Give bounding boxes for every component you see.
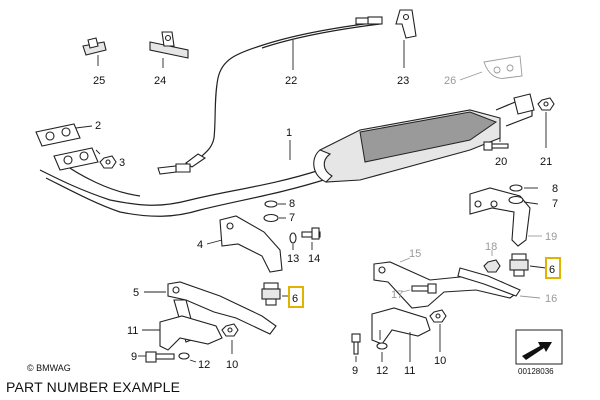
part-11-bracket [142,315,223,351]
part-8-washer [264,200,286,208]
part-10-nut-right [429,309,447,352]
label-24: 24 [154,75,166,87]
label-8a: 8 [289,198,295,210]
label-5: 5 [133,287,139,299]
part-20-bolt [483,128,509,151]
highlight-6-left [288,286,304,308]
label-12b: 12 [376,365,388,377]
label-23: 23 [397,75,409,87]
direction-arrow-icon [515,329,563,365]
label-26: 26 [444,75,456,87]
part-19-bracket [469,187,542,247]
part-12-washer-right [376,342,388,362]
part-21-nut [537,97,555,148]
label-7a: 7 [289,212,295,224]
part-7-washer [263,213,286,223]
part-12-washer [178,352,197,363]
label-9a: 9 [131,351,137,363]
part-15-hanger [373,257,519,309]
label-1: 1 [286,127,292,139]
highlight-6-right [545,257,561,279]
part-2-flange [35,123,99,171]
part-14-bolt [301,227,321,250]
label-6b: 6 [549,264,555,276]
label-9b: 9 [352,365,358,377]
part-26-bracket [459,55,523,81]
label-7b: 7 [552,198,558,210]
label-22: 22 [285,75,297,87]
label-3: 3 [119,157,125,169]
part-25-clip [82,37,107,66]
part-7-washer-right [508,195,539,205]
part-11-bracket-right [371,307,431,345]
label-8b: 8 [552,183,558,195]
part-10-nut [221,323,239,354]
label-4: 4 [197,239,203,251]
label-25: 25 [93,75,105,87]
part-22-sensor-cable [157,16,383,175]
part-16-bracket [457,267,541,299]
part-6-rubber-mount-right [509,253,547,277]
label-17: 17 [391,289,403,301]
copyright-text: © BMWAG [27,363,71,373]
part-24-bracket [149,31,189,68]
label-10b: 10 [434,355,446,367]
label-12a: 12 [198,359,210,371]
part-9-bolt [138,351,175,363]
label-16: 16 [545,293,557,305]
label-20: 20 [495,156,507,168]
label-6a: 6 [292,293,298,305]
part-8-washer-right [509,184,538,192]
part-13-washer [289,232,297,250]
part-18-nut [483,250,501,273]
reference-number: 00128036 [518,367,554,376]
caption: PART NUMBER EXAMPLE [6,379,181,395]
label-2: 2 [95,120,101,132]
label-13: 13 [287,253,299,265]
part-23-bracket [395,9,417,68]
label-14: 14 [308,253,320,265]
label-11b: 11 [404,365,415,377]
label-10a: 10 [226,359,238,371]
part-6-rubber-mount [261,282,290,306]
part-9-bolt-right [351,333,361,362]
label-21: 21 [540,156,552,168]
part-4-bracket [206,215,283,273]
part-17-bolt [401,283,437,294]
label-11a: 11 [127,325,138,337]
label-15: 15 [409,248,421,260]
part-3-nut [95,149,117,169]
label-19: 19 [545,231,557,243]
label-18: 18 [485,241,497,253]
part-1-catalytic-converter [39,93,535,217]
